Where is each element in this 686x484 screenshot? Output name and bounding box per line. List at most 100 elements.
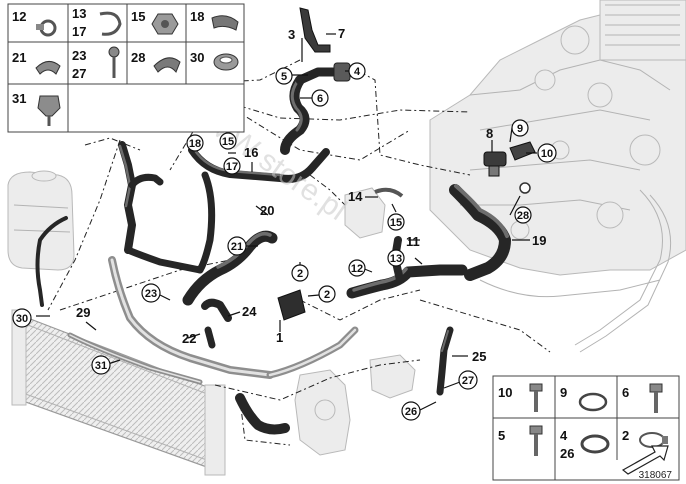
legend-label-17: 17 (72, 24, 86, 39)
svg-text:5: 5 (281, 71, 287, 83)
clip-21-icon (35, 61, 61, 75)
callout-circled-26: 26 (401, 401, 421, 421)
pipe-29 (108, 256, 359, 379)
legend-label-26: 26 (560, 446, 574, 461)
legend-label-18: 18 (190, 9, 204, 24)
callout-circled-23: 23 (141, 283, 161, 303)
callout-circled-15a: 15 (219, 132, 237, 150)
diagram-number: 318067 (639, 470, 673, 481)
svg-text:28: 28 (517, 210, 529, 222)
part-8-sensor (483, 151, 507, 177)
aux-pipes-ghost (479, 189, 672, 353)
svg-text:26: 26 (405, 406, 417, 418)
svg-text:21: 21 (231, 241, 243, 253)
clip-31-icon (37, 95, 61, 126)
svg-text:27: 27 (462, 375, 474, 387)
callout-circled-4: 4 (348, 62, 366, 80)
svg-text:2: 2 (297, 268, 303, 280)
bolt-5-icon (529, 425, 543, 456)
hose-20 (182, 230, 278, 306)
clamp-13-icon (99, 11, 122, 36)
callout-16: 16 (244, 145, 258, 160)
callout-circled-10: 10 (537, 143, 557, 163)
leader-lines (36, 33, 537, 411)
callout-circled-30: 30 (12, 308, 32, 328)
screw-23-icon (108, 46, 120, 78)
callout-circled-2b: 2 (318, 285, 336, 303)
ring-30-icon (213, 53, 239, 71)
svg-text:30: 30 (16, 313, 28, 325)
callout-circled-13: 13 (387, 249, 405, 267)
svg-text:12: 12 (351, 263, 363, 275)
svg-text:15: 15 (390, 217, 402, 229)
expansion-tank-ghost (7, 170, 75, 271)
legend-bottom-right: 10 9 6 5 4 26 2 (492, 375, 680, 481)
svg-text:13: 13 (390, 253, 402, 265)
callout-8: 8 (486, 126, 493, 141)
callout-24: 24 (242, 304, 257, 319)
legend-label-12: 12 (12, 9, 26, 24)
hose-clip-18-icon (211, 15, 239, 31)
callout-circled-6: 6 (311, 89, 329, 107)
svg-text:18: 18 (189, 138, 201, 150)
callout-circled-12: 12 (348, 259, 366, 277)
hose-lower-right (235, 393, 290, 435)
callout-circled-2a: 2 (291, 264, 309, 282)
callout-19: 19 (532, 233, 546, 248)
pipe-tank-line (35, 216, 68, 307)
svg-text:17: 17 (226, 161, 238, 173)
callout-3: 3 (288, 27, 295, 42)
callout-11: 11 (406, 234, 420, 249)
legend-label-27: 27 (72, 66, 86, 81)
clamp-9-icon (578, 392, 608, 412)
bracket-7 (299, 7, 331, 53)
legend-label-6: 6 (622, 385, 629, 400)
svg-text:10: 10 (541, 148, 553, 160)
part-1-cover (277, 289, 306, 321)
legend-label-21: 21 (12, 50, 26, 65)
callout-circled-27: 27 (458, 370, 478, 390)
engine-block-ghost (429, 0, 686, 276)
legend-top-left: 12 13 17 15 18 21 23 27 (7, 3, 245, 133)
pipe-31 (67, 332, 203, 385)
hose-24 (201, 298, 232, 349)
callout-29: 29 (76, 305, 90, 320)
callout-circled-17: 17 (223, 157, 241, 175)
legend-label-13: 13 (72, 6, 86, 21)
legend-label-28: 28 (131, 50, 145, 65)
seal-ring-4-icon (580, 434, 610, 454)
callout-circled-28: 28 (514, 206, 532, 224)
svg-text:31: 31 (95, 360, 107, 372)
hose-25 (436, 326, 454, 396)
callout-25: 25 (472, 349, 486, 364)
legend-label-9: 9 (560, 385, 567, 400)
part-9-connector (509, 141, 536, 161)
svg-text:6: 6 (317, 93, 323, 105)
hose-upper-3 (280, 62, 351, 155)
legend-label-31: 31 (12, 91, 26, 106)
legend-label-4: 4 (560, 428, 568, 443)
legend-label-23: 23 (72, 48, 86, 63)
thermostat-housing-ghost (344, 187, 386, 239)
part-14-clip (374, 187, 404, 198)
callout-20: 20 (260, 203, 274, 218)
callout-7: 7 (338, 26, 345, 41)
callout-circled-21: 21 (227, 236, 247, 256)
legend-label-10: 10 (498, 385, 512, 400)
legend-label-15: 15 (131, 9, 145, 24)
water-pump-ghost (294, 354, 416, 456)
svg-text:9: 9 (517, 123, 523, 135)
legend-label-2: 2 (622, 428, 629, 443)
callouts-circled: 4 5 6 9 10 18 15 17 21 2 2 15 12 13 28 2… (12, 62, 557, 421)
callout-1: 1 (276, 330, 283, 345)
callout-circled-5: 5 (275, 67, 293, 85)
hose-left-vertical (118, 141, 204, 274)
callout-circled-31: 31 (91, 355, 111, 375)
callout-circled-9: 9 (511, 119, 529, 137)
callout-circled-18: 18 (186, 134, 204, 152)
bolt-10-icon (529, 383, 543, 412)
svg-text:15: 15 (222, 136, 234, 148)
callout-14: 14 (348, 189, 363, 204)
